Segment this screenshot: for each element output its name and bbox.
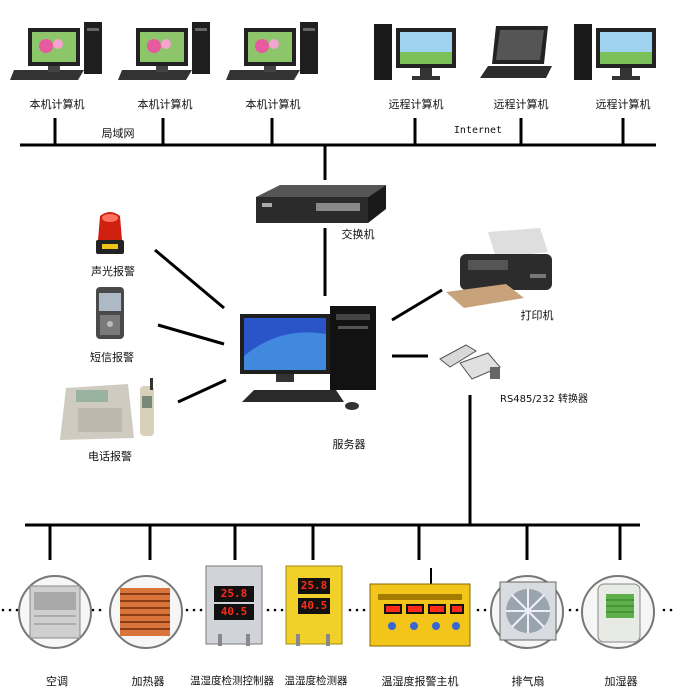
local-computer-label: 本机计算机 [29, 98, 85, 111]
humidifier-icon [581, 575, 655, 649]
remote-laptop-icon [480, 26, 552, 78]
server-label: 服务器 [332, 438, 366, 451]
phone-alarm-label: 电话报警 [88, 450, 132, 463]
switch-label: 交换机 [341, 228, 375, 241]
remote-computer-label: 远程计算机 [493, 98, 549, 111]
th-detector-label: 温湿度检测器 [284, 675, 348, 687]
controller-readout-top: 25.8 [220, 587, 248, 600]
bus-continuation-dots [1, 608, 673, 612]
exhaust-fan-icon [490, 575, 564, 649]
bottom-device-bus [25, 523, 640, 560]
air-conditioner-label: 空调 [46, 675, 68, 688]
lan-label: 局域网 [101, 127, 135, 140]
th-controller-icon [205, 565, 263, 646]
rs485-converter-icon [439, 344, 501, 380]
local-computer-icon [10, 22, 102, 80]
humidifier-label: 加湿器 [604, 675, 638, 688]
local-computer-icon [226, 22, 318, 80]
local-computer-icon [118, 22, 210, 80]
sms-alarm-label: 短信报警 [90, 351, 134, 364]
heater-label: 加热器 [131, 675, 165, 688]
remote-computer-icon [574, 24, 656, 80]
sound-light-alarm-label: 声光报警 [91, 265, 135, 278]
telephone-icon [60, 378, 154, 440]
th-controller-label: 温湿度检测控制器 [190, 675, 274, 687]
th-detector-icon [285, 565, 343, 646]
switch-icon [256, 185, 386, 223]
th-alarm-host-label: 温湿度报警主机 [381, 675, 459, 688]
server-icon [240, 306, 376, 410]
exhaust-fan-label: 排气扇 [511, 675, 545, 688]
heater-icon [109, 575, 183, 649]
air-conditioner-icon [18, 575, 92, 649]
detector-readout-top: 25.8 [300, 579, 328, 592]
local-computer-label: 本机计算机 [137, 98, 193, 111]
remote-computer-label: 远程计算机 [595, 98, 651, 111]
printer-icon [446, 228, 552, 308]
server-connections [154, 228, 472, 525]
mobile-phone-icon [96, 287, 124, 339]
local-computer-label: 本机计算机 [245, 98, 301, 111]
remote-computer-icon [374, 24, 456, 80]
controller-readout-bottom: 40.5 [220, 605, 248, 618]
detector-readout-bottom: 40.5 [300, 599, 328, 612]
converter-label: RS485/232 转换器 [500, 394, 589, 405]
remote-computer-label: 远程计算机 [388, 98, 444, 111]
th-alarm-host-icon [369, 568, 471, 647]
top-network-bus [20, 118, 656, 180]
internet-label: Internet [453, 125, 503, 136]
sound-light-alarm-icon [96, 212, 124, 254]
printer-label: 打印机 [520, 309, 554, 322]
